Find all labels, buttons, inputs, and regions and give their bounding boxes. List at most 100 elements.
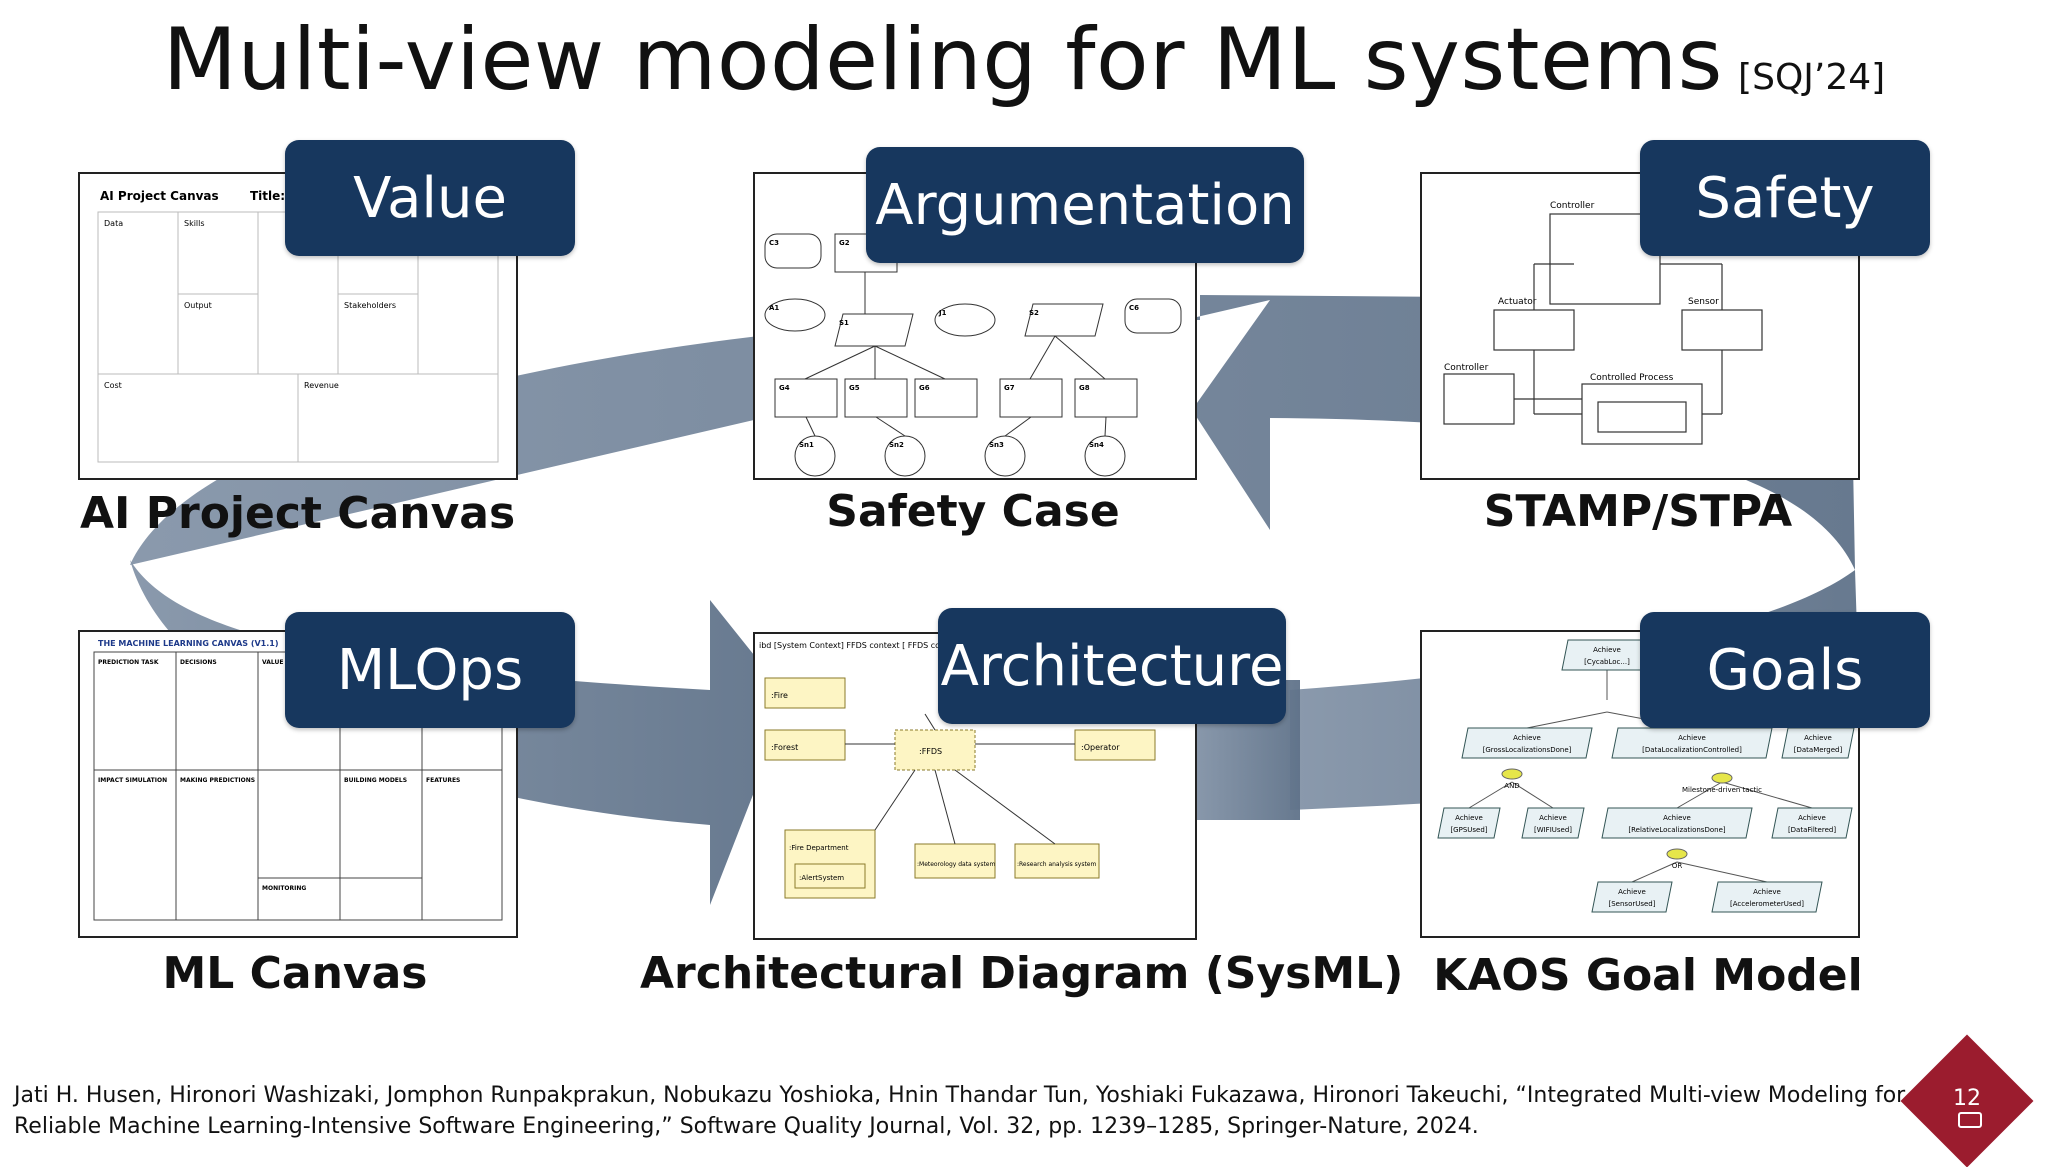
gsn-node-label: G5 bbox=[849, 384, 860, 392]
sysml-block-meteorology: :Meteorology data system bbox=[917, 861, 995, 868]
citation-line-2: Reliable Machine Learning-Intensive Soft… bbox=[14, 1114, 1479, 1139]
kaos-goal-keyword: Achieve bbox=[1678, 734, 1706, 742]
stpa-label-controller-2: Controller bbox=[1444, 363, 1489, 373]
page-number: 12 bbox=[1953, 1086, 1981, 1111]
kaos-goal: Achieve[DataFiltered] bbox=[1771, 807, 1853, 839]
kaos-goal: Achieve[DataLocalizationControlled] bbox=[1611, 727, 1773, 759]
gsn-node: G5 bbox=[844, 378, 908, 418]
caption-ml-canvas: ML Canvas bbox=[162, 948, 428, 999]
gsn-node-label: Sn4 bbox=[1089, 441, 1104, 449]
ai-canvas-sketch: AI Project Canvas Title: Data Skills Out… bbox=[97, 189, 499, 463]
ml-section-monitoring: MONITORING bbox=[262, 885, 306, 892]
title-reference: [SQJ’24] bbox=[1738, 57, 1886, 98]
kaos-goal-name: [GrossLocalizationsDone] bbox=[1483, 746, 1572, 754]
gsn-node-label: C3 bbox=[769, 239, 779, 247]
gsn-node-label: G7 bbox=[1004, 384, 1015, 392]
gsn-node-label: Sn3 bbox=[989, 441, 1004, 449]
ai-canvas-title-label: Title: bbox=[250, 189, 285, 203]
kaos-goal-name: [CycabLoc...] bbox=[1584, 658, 1630, 666]
gsn-node: C3 bbox=[764, 233, 822, 269]
kaos-goal-keyword: Achieve bbox=[1539, 814, 1567, 822]
sysml-block-research: :Research analysis system bbox=[1017, 861, 1096, 868]
ai-cell-skills: Skills bbox=[184, 219, 205, 228]
kaos-goal-name: [GPSUsed] bbox=[1450, 826, 1487, 834]
gsn-link bbox=[875, 416, 906, 437]
stpa-label-actuator: Actuator bbox=[1498, 297, 1537, 307]
badge-goals: Goals bbox=[1640, 612, 1930, 728]
kaos-refinement-label: AND bbox=[1504, 782, 1519, 790]
ai-cell-data: Data bbox=[104, 219, 123, 228]
kaos-goal: Achieve[GPSUsed] bbox=[1437, 807, 1501, 839]
kaos-goal-keyword: Achieve bbox=[1663, 814, 1691, 822]
caption-stamp-stpa: STAMP/STPA bbox=[1483, 486, 1793, 537]
kaos-goal-keyword: Achieve bbox=[1618, 888, 1646, 896]
gsn-node-label: G2 bbox=[839, 239, 850, 247]
kaos-link bbox=[1526, 711, 1608, 729]
badge-value: Value bbox=[285, 140, 575, 256]
kaos-link bbox=[1631, 861, 1678, 883]
kaos-goal: Achieve[WIFIUsed] bbox=[1521, 807, 1585, 839]
gsn-node: S1 bbox=[834, 313, 914, 347]
kaos-goal-name: [DataMerged] bbox=[1794, 746, 1843, 754]
sysml-frame-label: ibd [System Context] FFDS context [ FFDS… bbox=[759, 641, 967, 650]
badge-architecture: Architecture bbox=[938, 608, 1286, 724]
kaos-goal-keyword: Achieve bbox=[1804, 734, 1832, 742]
kaos-link bbox=[1676, 861, 1768, 883]
gsn-node: G4 bbox=[774, 378, 838, 418]
gsn-node: S2 bbox=[1024, 303, 1104, 337]
sysml-block-ffds: :FFDS bbox=[919, 747, 942, 756]
gsn-node-label: G8 bbox=[1079, 384, 1090, 392]
kaos-goal-keyword: Achieve bbox=[1593, 646, 1621, 654]
kaos-goal: Achieve[AccelerometerUsed] bbox=[1711, 881, 1823, 913]
stpa-sketch: Controller Actuator Sensor Controller Co… bbox=[1443, 201, 1763, 445]
gsn-node-label: Sn2 bbox=[889, 441, 904, 449]
caption-ai-project-canvas: AI Project Canvas bbox=[80, 488, 516, 539]
sysml-block-fire-department: :Fire Department bbox=[789, 844, 849, 852]
ai-cell-revenue: Revenue bbox=[304, 381, 339, 390]
gsn-node: G7 bbox=[999, 378, 1063, 418]
gsn-link bbox=[1029, 335, 1056, 380]
gsn-link bbox=[1104, 416, 1107, 437]
sysml-sketch: ibd [System Context] FFDS context [ FFDS… bbox=[759, 641, 1156, 899]
ml-section-impact-simulation: IMPACT SIMULATION bbox=[98, 777, 167, 784]
kaos-link bbox=[1676, 781, 1723, 809]
caption-kaos-goal-model: KAOS Goal Model bbox=[1433, 950, 1863, 1001]
kaos-goal: Achieve[SensorUsed] bbox=[1591, 881, 1673, 913]
ml-canvas-heading: THE MACHINE LEARNING CANVAS (V1.1) bbox=[98, 639, 279, 648]
gsn-node-label: Sn1 bbox=[799, 441, 814, 449]
gsn-node: C6 bbox=[1124, 298, 1182, 334]
gsn-node: G6 bbox=[914, 378, 978, 418]
kaos-refinement-label: Milestone-driven tactic bbox=[1682, 786, 1762, 794]
ai-canvas-heading: AI Project Canvas bbox=[100, 189, 219, 203]
kaos-link bbox=[1511, 781, 1554, 809]
stpa-label-sensor: Sensor bbox=[1688, 297, 1719, 307]
ml-section-building-models: BUILDING MODELS bbox=[344, 777, 407, 784]
gsn-link bbox=[805, 416, 816, 437]
gsn-node: Sn2 bbox=[884, 435, 926, 477]
title-text: Multi-view modeling for ML systems bbox=[162, 10, 1723, 110]
gsn-node-label: C6 bbox=[1129, 304, 1139, 312]
ml-section-making-predictions: MAKING PREDICTIONS bbox=[180, 777, 255, 784]
kaos-refinement-node bbox=[1501, 768, 1523, 780]
sysml-block-fire: :Fire bbox=[771, 691, 788, 700]
ml-section-features: FEATURES bbox=[426, 777, 460, 784]
gsn-link bbox=[1004, 416, 1032, 437]
gsn-node: J1 bbox=[934, 303, 996, 337]
kaos-refinement-node bbox=[1711, 772, 1733, 784]
kaos-link bbox=[1468, 781, 1513, 809]
gsn-node-label: A1 bbox=[769, 304, 779, 312]
kaos-goal: Achieve [DataMerged] bbox=[1781, 727, 1855, 759]
gsn-node-label: G6 bbox=[919, 384, 930, 392]
stpa-label-controller: Controller bbox=[1550, 201, 1595, 211]
gsn-node: G8 bbox=[1074, 378, 1138, 418]
university-seal-icon bbox=[1958, 1112, 1982, 1128]
stpa-label-controlled-process: Controlled Process bbox=[1590, 373, 1674, 383]
kaos-goal-keyword: Achieve bbox=[1513, 734, 1541, 742]
gsn-node: Sn1 bbox=[794, 435, 836, 477]
badge-argumentation: Argumentation bbox=[866, 147, 1304, 263]
gsn-node: A1 bbox=[764, 298, 826, 332]
sysml-block-forest: :Forest bbox=[771, 743, 798, 752]
badge-mlops: MLOps bbox=[285, 612, 575, 728]
slide-title: Multi-view modeling for ML systems [SQJ’… bbox=[0, 10, 2048, 110]
ml-section-decisions: DECISIONS bbox=[180, 659, 217, 666]
